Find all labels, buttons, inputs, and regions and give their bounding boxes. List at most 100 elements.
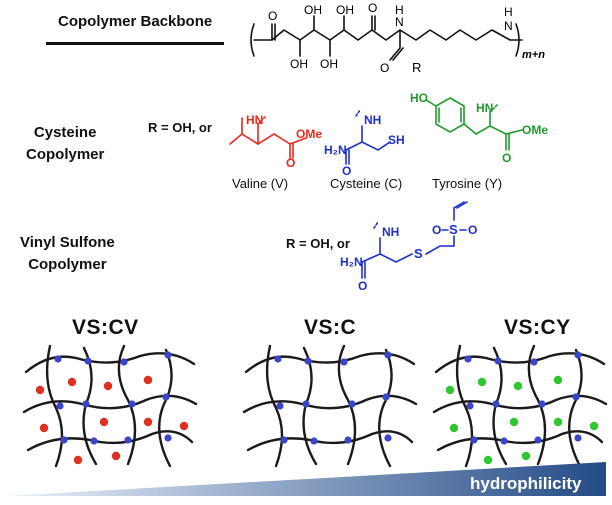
vs-nh: NH [382, 225, 399, 239]
crosslink-node [304, 357, 312, 365]
valine-label: Valine (V) [232, 176, 289, 191]
crosslink-node [384, 351, 392, 359]
crosslink-node [124, 436, 132, 444]
backbone-title: Copolymer Backbone [58, 13, 213, 30]
residue-dot [73, 455, 83, 465]
valine-hn: HN [246, 113, 263, 127]
crosslink-node [492, 400, 500, 408]
cysteine-label: Cysteine (C) [330, 176, 403, 191]
cysteine-r-prefix: R = OH, or [148, 120, 212, 135]
network-vs-cy [432, 344, 608, 468]
crosslink-node [530, 358, 538, 366]
backbone-r: R [412, 60, 421, 75]
tyrosine-hn: HN [476, 101, 493, 115]
crosslink-node [310, 437, 318, 445]
vs-copolymer-label-line1: Vinyl Sulfone [20, 234, 115, 251]
polymer-chain [158, 348, 173, 468]
valine-structure: HN OMe O [229, 113, 322, 168]
backbone-structure: O OH OH OH OH O H N O R H N m+n [250, 1, 545, 75]
residue-dot [103, 381, 113, 391]
crosslink-node [534, 436, 542, 444]
backbone-underline [46, 42, 224, 45]
crosslink-node [84, 357, 92, 365]
crosslink-node [280, 436, 288, 444]
residue-dot [445, 385, 455, 395]
vs-r-prefix: R = OH, or [286, 236, 350, 251]
residue-dot [67, 377, 77, 387]
residue-dot [553, 375, 563, 385]
polymer-chain [26, 430, 194, 452]
residue-dot [477, 377, 487, 387]
tyrosine-ome: OMe [522, 123, 548, 137]
crosslink-node [276, 402, 284, 410]
backbone-o1: O [268, 9, 277, 23]
polymer-chain [432, 394, 608, 414]
backbone-n2: N [504, 19, 513, 33]
backbone-subscript: m+n [522, 49, 545, 61]
crosslink-node [82, 400, 90, 408]
backbone-oh1: OH [290, 57, 308, 71]
polymer-chain [45, 344, 64, 468]
backbone-n1: N [395, 15, 404, 29]
crosslink-node [90, 437, 98, 445]
vinyl-sulfone-structure: NH H₂N S S O O O [340, 201, 477, 293]
polymer-chain [455, 344, 474, 468]
valine-o: O [286, 156, 295, 168]
crosslink-node [470, 436, 478, 444]
crosslink-node [538, 400, 546, 408]
tyrosine-ho: HO [410, 91, 428, 105]
cysteine-nh: NH [364, 113, 381, 127]
crosslink-node [574, 434, 582, 442]
hydrophilicity-label: hydrophilicity [470, 474, 582, 493]
residue-dot [449, 423, 459, 433]
crosslink-node [466, 402, 474, 410]
residue-dot [521, 451, 531, 461]
cysteine-copolymer-label-line1: Cysteine [33, 124, 97, 141]
tyrosine-o: O [502, 151, 511, 165]
polymer-chain [436, 430, 604, 452]
crosslink-node [572, 393, 580, 401]
residue-dot [39, 423, 49, 433]
residue-dot [35, 385, 45, 395]
residue-dot [589, 421, 599, 431]
crosslink-node [344, 436, 352, 444]
crosslink-node [162, 393, 170, 401]
cysteine-structure: NH H₂N SH O [324, 109, 405, 176]
polymer-chain [337, 344, 357, 466]
backbone-o3: O [380, 61, 389, 75]
crosslink-node [348, 400, 356, 408]
residue-dot [513, 381, 523, 391]
crosslink-node [54, 355, 62, 363]
residue-dot [143, 417, 153, 427]
residue-dot [509, 417, 519, 427]
network-title-vs-cy: VS:CY [504, 316, 571, 339]
crosslink-node [384, 434, 392, 442]
backbone-h2: H [504, 5, 513, 19]
residue-dot [111, 451, 121, 461]
residue-dot [99, 417, 109, 427]
residue-dot [179, 421, 189, 431]
vs-h2n: H₂N [340, 255, 363, 269]
vs-o-right: O [468, 223, 477, 237]
vs-o-carbonyl: O [358, 279, 367, 293]
polymer-chain [246, 430, 414, 452]
network-vs-c [242, 344, 418, 468]
valine-ome: OMe [296, 127, 322, 141]
crosslink-node [500, 437, 508, 445]
crosslink-node [120, 358, 128, 366]
vs-s-thioether: S [414, 246, 423, 261]
backbone-oh4: OH [336, 3, 354, 17]
cysteine-copolymer-label-line2: Copolymer [26, 146, 105, 163]
backbone-o2: O [368, 1, 377, 15]
crosslink-node [60, 436, 68, 444]
crosslink-node [464, 355, 472, 363]
crosslink-node [56, 402, 64, 410]
crosslink-node [340, 358, 348, 366]
cysteine-sh: SH [388, 133, 405, 147]
crosslink-node [164, 351, 172, 359]
tyrosine-label: Tyrosine (Y) [432, 176, 503, 191]
network-vs-cv [22, 344, 198, 468]
vs-s-sulfone: S [449, 222, 458, 237]
polymer-chain [378, 348, 393, 468]
crosslink-node [302, 400, 310, 408]
